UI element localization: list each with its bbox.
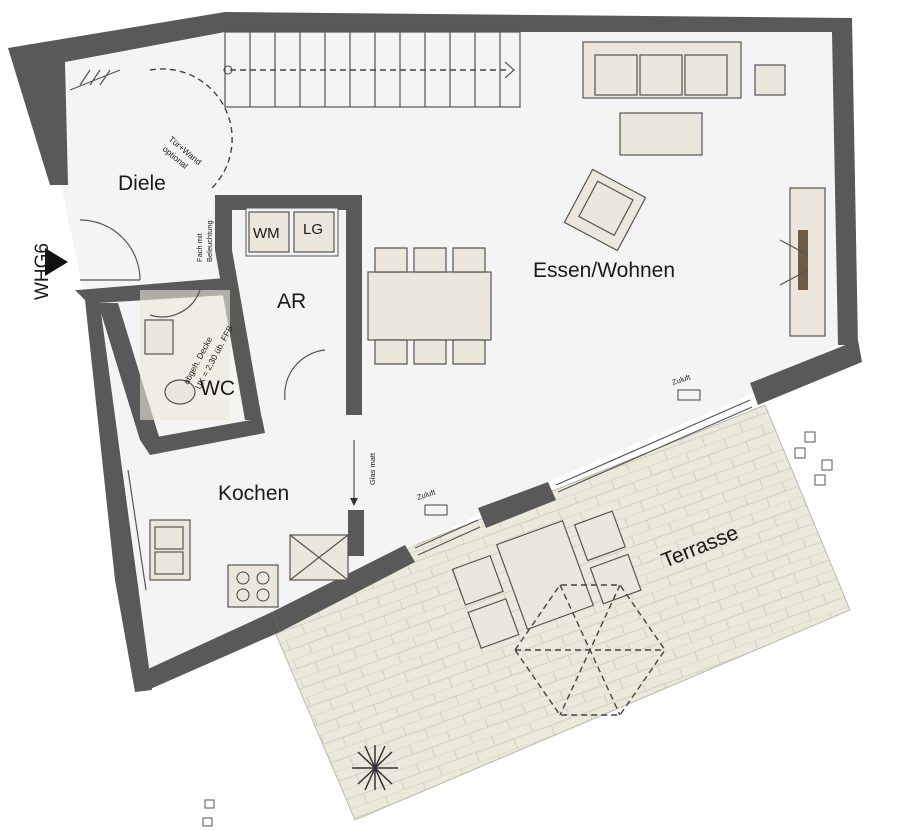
room-label-diele: Diele [118,172,166,195]
wc-fixtures [140,290,230,420]
windows [119,399,753,591]
unit-label: WHG6 [32,243,53,300]
glass-arrow [350,440,358,506]
room-label-ar: AR [277,290,306,313]
kitchen-fixtures [149,519,349,608]
terrace-furniture [202,431,833,827]
vent-marker-1 [677,389,701,401]
appliance-label-wm: WM [253,225,280,242]
room-label-wc: WC [200,377,235,400]
living-furniture [563,41,826,337]
shelf-note-line-1: Fach mit [195,232,204,262]
dining-set [367,247,492,365]
staircase [223,31,521,108]
room-label-kochen: Kochen [218,482,289,505]
glass-note: Glas matt [368,452,377,485]
laundry-appliances [245,207,339,257]
appliance-label-lg: LG [303,221,323,238]
vent-marker-2 [424,504,448,516]
room-label-essen-wohnen: Essen/Wohnen [533,259,675,282]
doors [69,68,326,401]
entry-arrow-icon [45,248,68,276]
shelf-note-line-2: Beleuchtung [205,220,214,262]
outer-walls [8,12,862,692]
